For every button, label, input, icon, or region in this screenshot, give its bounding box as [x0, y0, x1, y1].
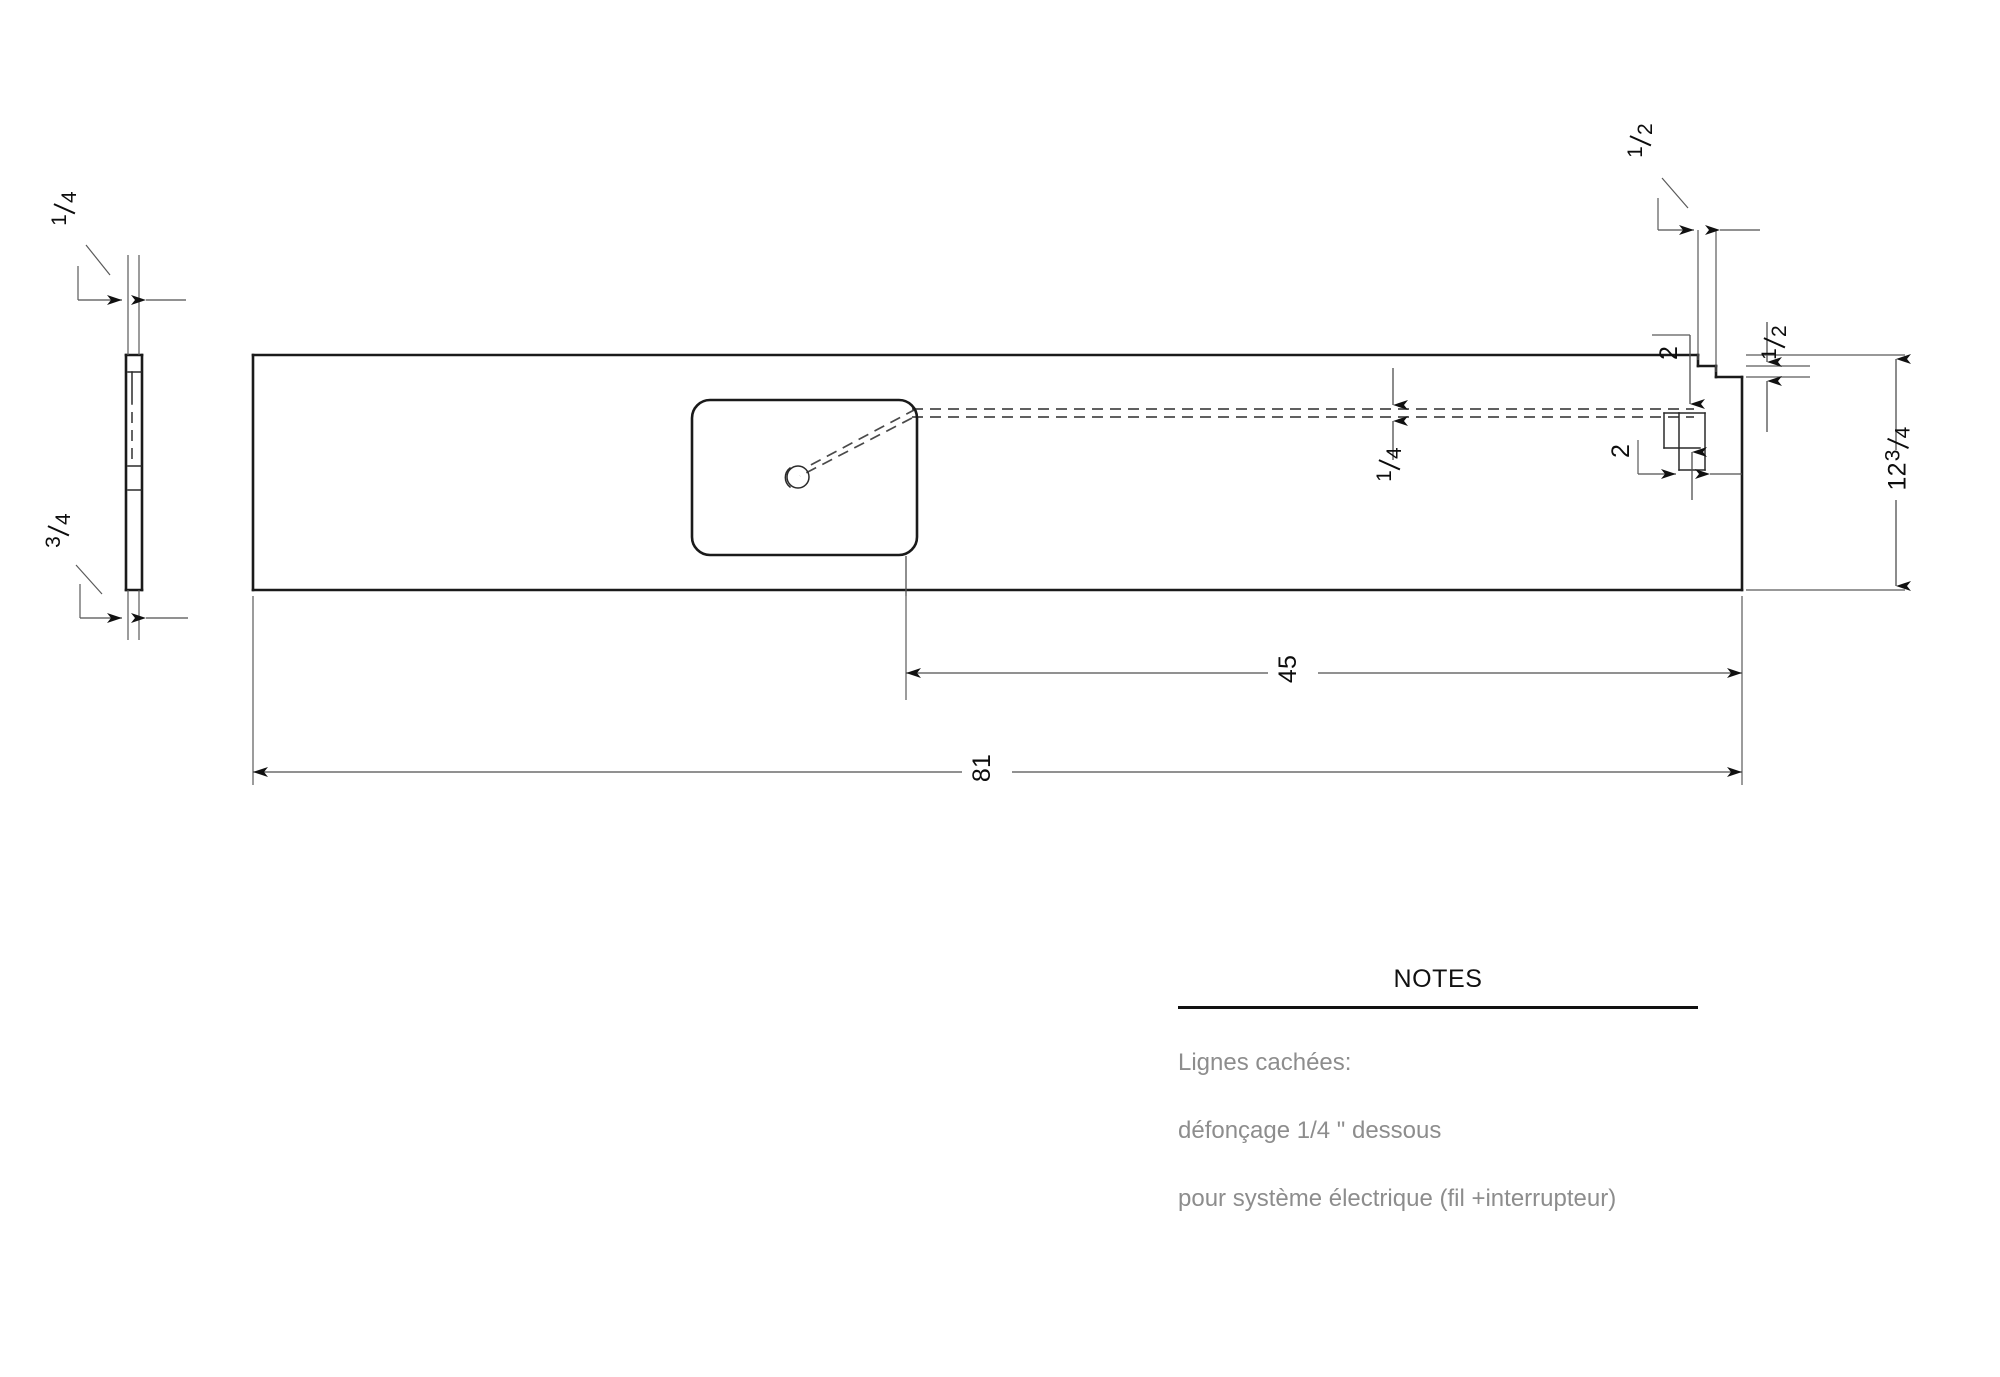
- dim-label-notch-offset-top: 2: [1655, 345, 1684, 361]
- dim-label-recess-to-end: 45: [1274, 654, 1303, 684]
- hidden-wire-channel: [799, 408, 1694, 477]
- fraction-bar: [1379, 459, 1400, 470]
- fraction-bar: [1888, 438, 1909, 449]
- dim-whole: 2: [1607, 443, 1636, 459]
- notes-line: Lignes cachées:: [1178, 1049, 1352, 1077]
- dim-label-overall-length: 81: [968, 753, 997, 783]
- dim-notch-top-width: [1657, 177, 1760, 372]
- dim-denominator: 2: [1767, 325, 1791, 337]
- dim-numerator: 1: [1623, 146, 1647, 158]
- dim-recess-to-end: [905, 556, 1743, 700]
- notes-line: pour système électrique (fil +interrupte…: [1178, 1185, 1617, 1213]
- recess-and-switch: [690, 398, 919, 557]
- dim-whole: 12: [1883, 462, 1912, 491]
- switch-hole: [786, 465, 810, 489]
- dim-pocket-width: [1637, 440, 1742, 500]
- dim-denominator: 4: [51, 513, 75, 525]
- dim-numerator: 3: [41, 536, 65, 548]
- fraction-bar: [48, 525, 69, 536]
- dim-whole: 2: [1655, 345, 1684, 361]
- dim-edge-thickness-bottom: [75, 564, 188, 623]
- fraction-bar: [1630, 135, 1651, 146]
- notes-title: NOTES: [1393, 965, 1483, 993]
- dim-numerator: 1: [1372, 470, 1396, 482]
- fraction-bar: [54, 203, 75, 214]
- dim-notch-offset-top: [1652, 334, 1705, 409]
- dim-whole: 81: [968, 753, 997, 783]
- dim-denominator: 4: [1382, 447, 1406, 459]
- dim-denominator: 4: [57, 191, 81, 203]
- edge-view-geometry: [124, 255, 144, 640]
- dim-whole: 45: [1274, 654, 1303, 684]
- dim-overall-length: [252, 596, 1743, 785]
- dim-board-height: [1746, 354, 1911, 591]
- dim-numerator: 3: [1881, 449, 1905, 462]
- fraction-bar: [1764, 337, 1785, 348]
- dim-edge-thickness-top: [77, 244, 186, 305]
- rounded-rectangle-recess: [690, 398, 919, 557]
- notes-lines: Lignes cachées: défonçage 1/4 " dessous …: [1178, 1049, 1698, 1213]
- dim-numerator: 1: [1757, 348, 1781, 360]
- notes-line: défonçage 1/4 " dessous: [1178, 1117, 1442, 1145]
- face-view-outline: [251, 353, 1744, 592]
- dim-denominator: 2: [1633, 123, 1657, 135]
- notes-divider: [1178, 1006, 1698, 1010]
- dim-numerator: 1: [47, 214, 71, 226]
- dim-label-pocket-width: 2: [1607, 443, 1636, 459]
- dim-denominator: 4: [1891, 426, 1915, 439]
- notes-block: NOTES Lignes cachées: défonçage 1/4 " de…: [1178, 965, 1698, 1253]
- end-pocket-geometry: [1663, 412, 1706, 471]
